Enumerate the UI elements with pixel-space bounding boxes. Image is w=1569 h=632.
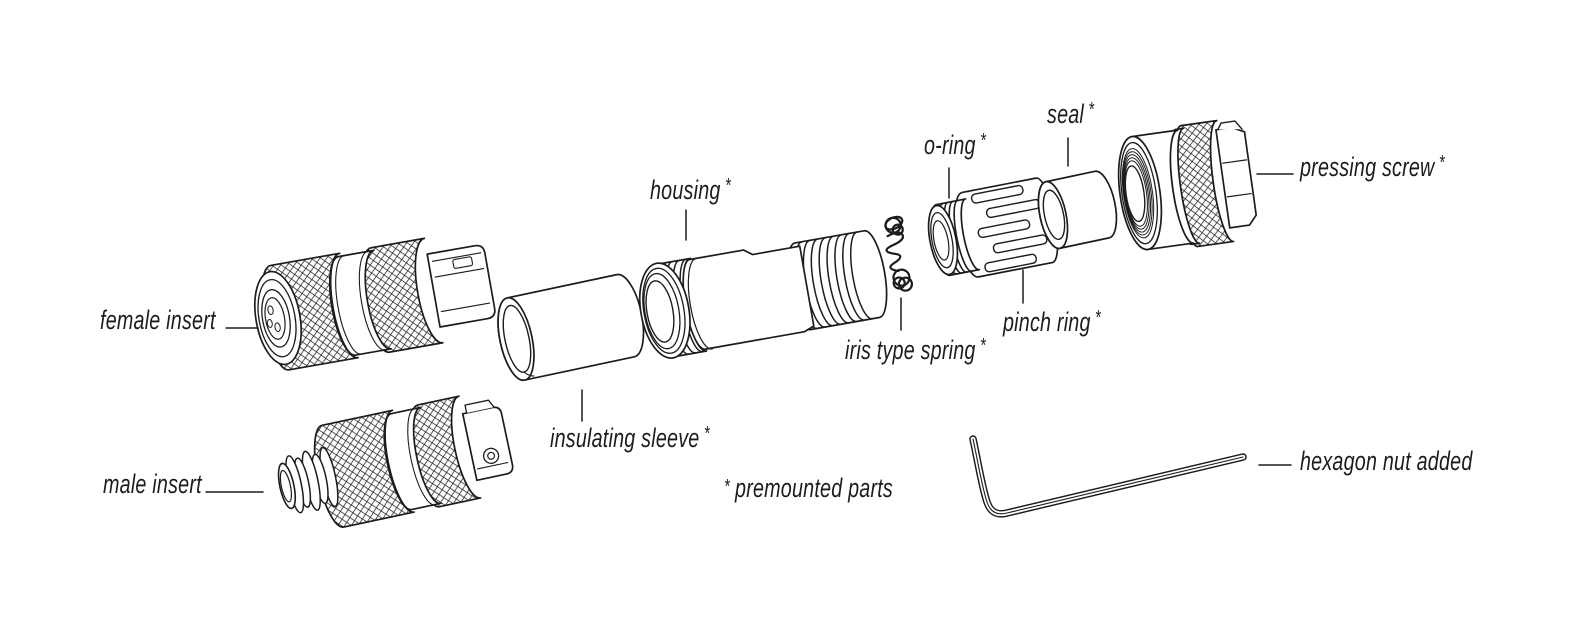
label-seal: seal* (1047, 99, 1095, 130)
label-housing: housing* (650, 175, 731, 206)
footnote-text: premounted parts (735, 473, 894, 503)
label-hexagon-nut: hexagon nut added (1300, 446, 1473, 477)
label-housing-star: * (724, 175, 731, 197)
label-seal-star: * (1088, 99, 1095, 121)
pressing-screw-drawing (1117, 119, 1258, 251)
label-insulating-sleeve-text: insulating sleeve (550, 423, 700, 453)
footnote-premounted-parts: *premounted parts (724, 473, 894, 504)
leader-lines (205, 137, 1294, 493)
label-insulating-sleeve-star: * (703, 423, 710, 445)
label-hexagon-nut-text: hexagon nut added (1300, 446, 1473, 476)
housing-drawing (638, 229, 888, 359)
label-iris-type-spring: iris type spring* (845, 335, 986, 366)
label-o-ring-star: * (980, 130, 986, 152)
label-pinch-ring-text: pinch ring (1003, 307, 1091, 337)
label-pinch-ring-star: * (1095, 307, 1101, 329)
label-pressing-screw-star: * (1438, 152, 1445, 174)
label-housing-text: housing (650, 175, 721, 205)
female-insert-drawing (253, 237, 496, 371)
label-pinch-ring: pinch ring* (1003, 307, 1101, 338)
label-insulating-sleeve: insulating sleeve* (550, 423, 710, 454)
label-male-insert-text: male insert (103, 469, 202, 499)
label-female-insert-text: female insert (100, 305, 216, 335)
label-female-insert: female insert (100, 305, 220, 336)
label-iris-type-spring-star: * (979, 335, 986, 357)
label-o-ring: o-ring* (924, 130, 986, 161)
label-male-insert: male insert (103, 469, 206, 500)
male-insert-drawing (277, 395, 514, 528)
label-pressing-screw: pressing screw* (1300, 152, 1445, 183)
label-pressing-screw-text: pressing screw (1300, 152, 1435, 182)
label-iris-type-spring-text: iris type spring (845, 335, 976, 365)
seal-drawing (1037, 170, 1118, 250)
iris-spring-drawing (884, 215, 914, 292)
hex-key-drawing (969, 435, 1247, 518)
label-o-ring-text: o-ring (924, 130, 976, 160)
insulating-sleeve-drawing (497, 273, 645, 382)
label-seal-text: seal (1047, 99, 1085, 129)
footnote-star: * (724, 476, 730, 498)
